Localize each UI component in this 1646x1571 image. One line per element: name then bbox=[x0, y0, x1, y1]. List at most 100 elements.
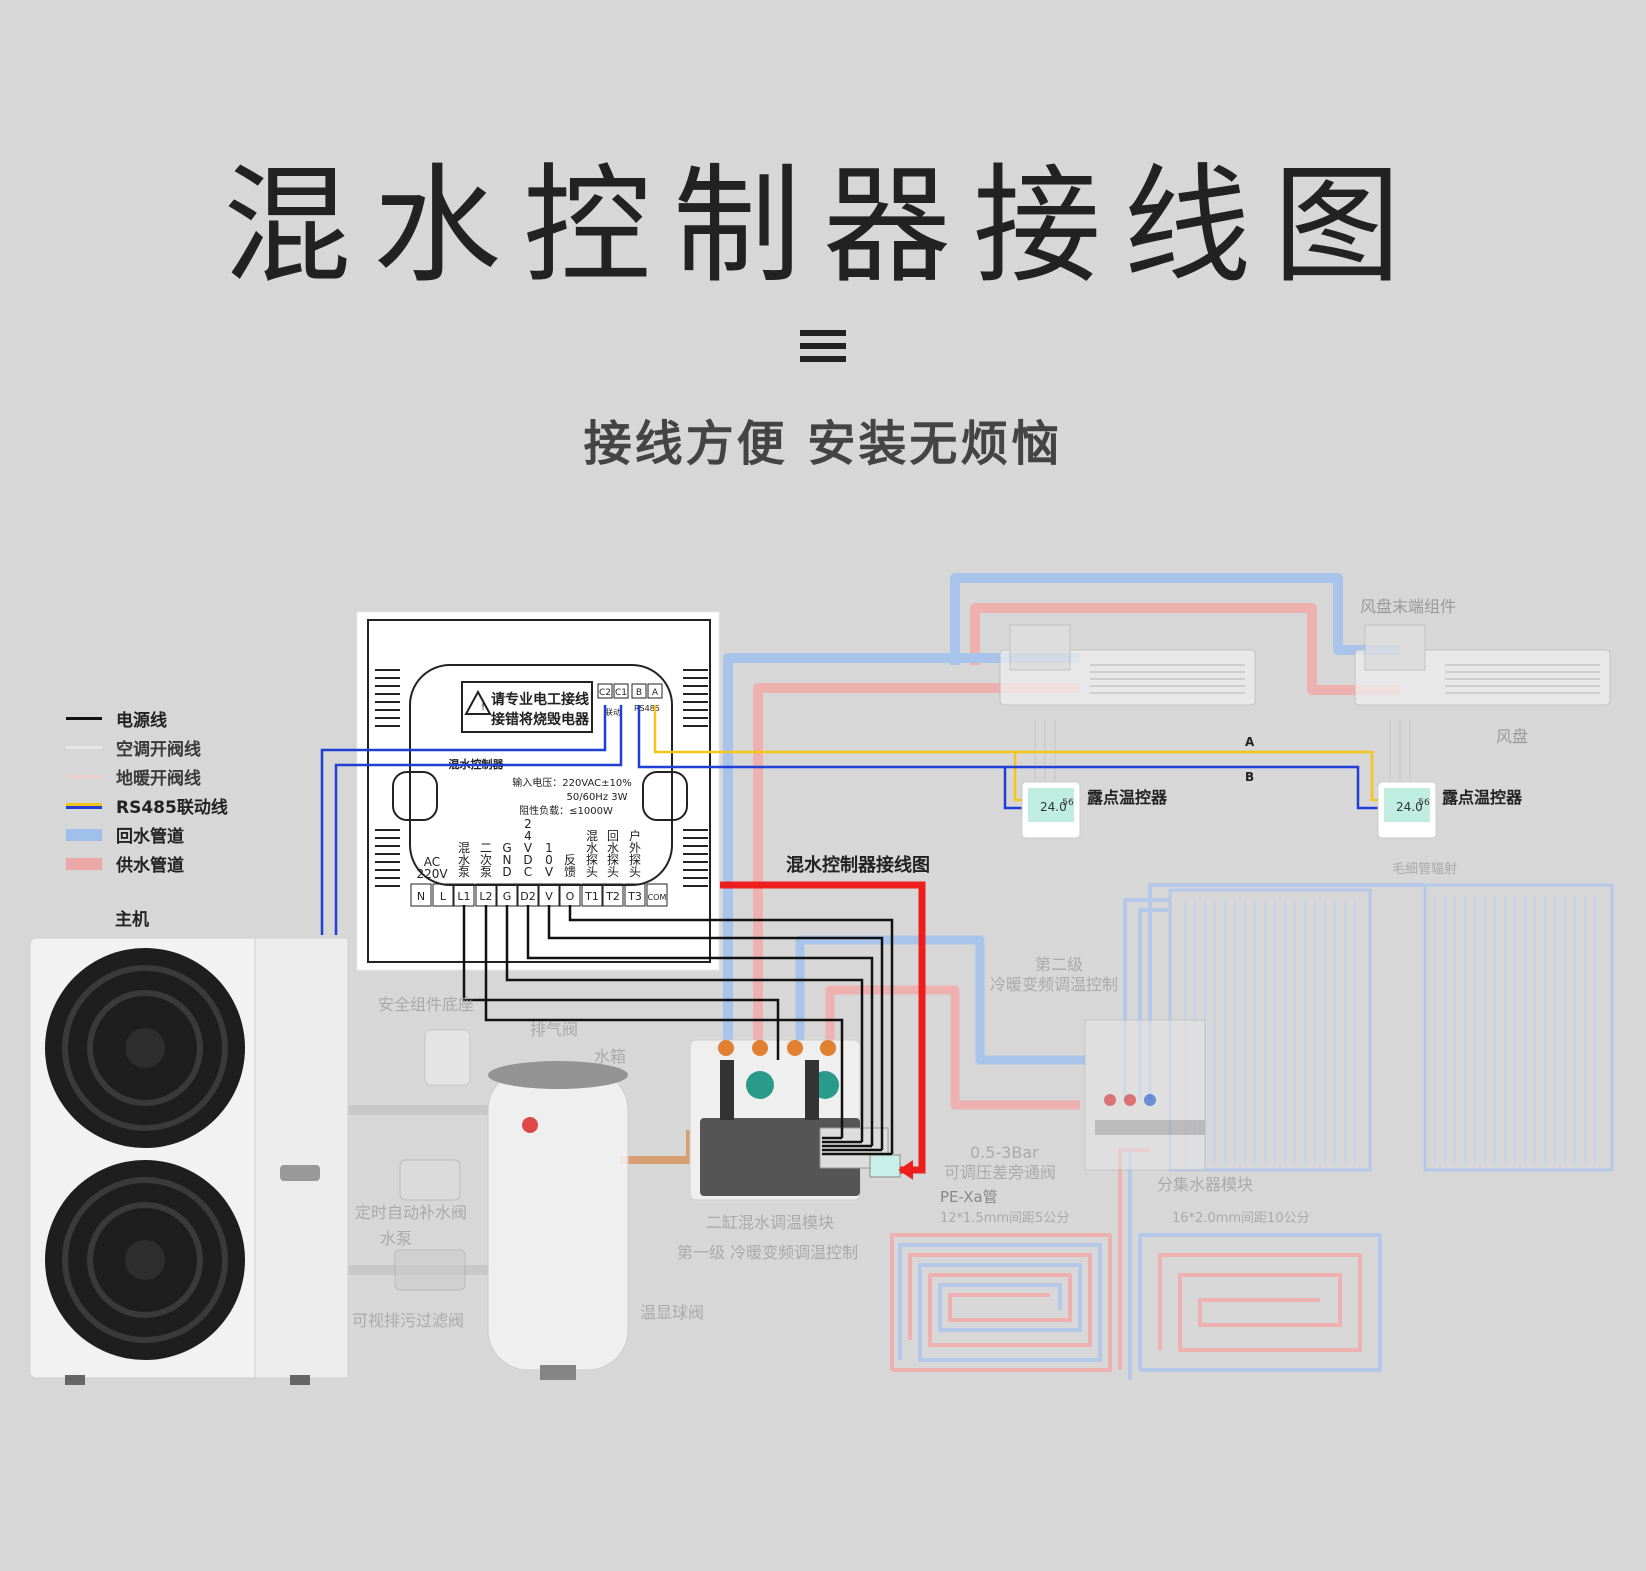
svg-text:56: 56 bbox=[1418, 798, 1430, 808]
svg-text:风盘末端组件: 风盘末端组件 bbox=[1360, 597, 1456, 616]
svg-text:探: 探 bbox=[629, 853, 641, 867]
svg-text:AC: AC bbox=[424, 855, 440, 869]
terminal-label: O bbox=[566, 890, 575, 903]
svg-text:可视排污过滤阀: 可视排污过滤阀 bbox=[352, 1311, 464, 1330]
terminal-box bbox=[624, 883, 646, 907]
svg-text:56: 56 bbox=[1062, 798, 1074, 808]
svg-text:接错将烧毁电器: 接错将烧毁电器 bbox=[491, 711, 590, 728]
svg-text:PE-Xa管: PE-Xa管 bbox=[940, 1188, 998, 1206]
terminal-box bbox=[646, 883, 668, 907]
page-subtitle: 接线方便 安装无烦恼 bbox=[583, 416, 1063, 472]
svg-text:混: 混 bbox=[458, 841, 470, 855]
host-unit bbox=[29, 937, 349, 1385]
svg-text:安全组件底座: 安全组件底座 bbox=[378, 995, 474, 1014]
svg-text:D: D bbox=[502, 865, 511, 879]
svg-text:头: 头 bbox=[607, 865, 619, 879]
terminal-c1: C1 bbox=[615, 688, 627, 698]
svg-text:24.0: 24.0 bbox=[1396, 800, 1423, 814]
svg-text:阻性负载：≤1000W: 阻性负载：≤1000W bbox=[519, 804, 613, 817]
diagram-labels: 主机 风盘末端组件 风盘 露点温控器 露点温控器 毛细管辐射 混水控制器接线图 … bbox=[115, 597, 1528, 1330]
svg-text:联动: 联动 bbox=[605, 707, 621, 717]
svg-text:50/60Hz 3W: 50/60Hz 3W bbox=[566, 792, 627, 803]
svg-text:温显球阀: 温显球阀 bbox=[640, 1303, 704, 1322]
mixing-module bbox=[689, 1039, 901, 1201]
legend-item-return-pipe: 回水管道 bbox=[66, 820, 228, 849]
terminal-box bbox=[432, 883, 454, 907]
svg-text:混: 混 bbox=[586, 829, 598, 843]
svg-text:水泵: 水泵 bbox=[380, 1229, 412, 1248]
warning-icon bbox=[464, 689, 492, 715]
svg-text:0: 0 bbox=[545, 853, 553, 867]
svg-text:D: D bbox=[523, 853, 532, 867]
svg-text:户: 户 bbox=[629, 828, 641, 843]
svg-text:24.0: 24.0 bbox=[1040, 800, 1067, 814]
svg-text:头: 头 bbox=[629, 865, 641, 879]
svg-text:反: 反 bbox=[564, 853, 576, 867]
svg-text:可调压差旁通阀: 可调压差旁通阀 bbox=[944, 1163, 1056, 1182]
wires bbox=[320, 705, 1380, 1180]
svg-text:次: 次 bbox=[480, 853, 492, 867]
terminal-box bbox=[410, 883, 432, 907]
terminal-b: B bbox=[636, 688, 642, 698]
host-label: 主机 bbox=[115, 909, 149, 930]
terminal-a: A bbox=[652, 688, 659, 698]
svg-text:1: 1 bbox=[545, 841, 553, 855]
dew-thermostat-label-2: 露点温控器 bbox=[1442, 788, 1523, 807]
svg-text:第二级: 第二级 bbox=[1035, 955, 1083, 974]
dew-thermostat-label-1: 露点温控器 bbox=[1087, 788, 1168, 807]
terminal-label: COM bbox=[648, 893, 667, 902]
svg-text:第一级 冷暖变频调温控制: 第一级 冷暖变频调温控制 bbox=[677, 1243, 858, 1262]
menu-icon bbox=[800, 330, 846, 362]
mixing-controller: ! 请专业电工接线 接错将烧毁电器 C2 C1 B A 联动 RS485 混水控… bbox=[356, 611, 720, 971]
svg-text:16*2.0mm间距10公分: 16*2.0mm间距10公分 bbox=[1172, 1211, 1310, 1226]
svg-text:12*1.5mm间距5公分: 12*1.5mm间距5公分 bbox=[940, 1211, 1069, 1226]
terminal-label: N bbox=[417, 890, 425, 903]
svg-text:N: N bbox=[503, 853, 512, 867]
line-b-label: B bbox=[1245, 770, 1254, 784]
legend-item-ac-valve: 空调开阀线 bbox=[66, 733, 228, 762]
svg-text:G: G bbox=[502, 841, 511, 855]
svg-text:头: 头 bbox=[586, 865, 598, 879]
terminal-label: G bbox=[503, 890, 512, 903]
dew-thermostat-2: 24.0 56 bbox=[1377, 781, 1437, 839]
line-a-label: A bbox=[1245, 735, 1255, 749]
svg-text:风盘: 风盘 bbox=[1496, 727, 1528, 746]
svg-text:二: 二 bbox=[480, 841, 492, 855]
svg-text:探: 探 bbox=[607, 853, 619, 867]
svg-text:馈: 馈 bbox=[564, 865, 576, 879]
svg-text:请专业电工接线: 请专业电工接线 bbox=[491, 691, 589, 708]
fan-coil-units bbox=[999, 624, 1611, 790]
terminal-label: T1 bbox=[584, 890, 599, 903]
dew-thermostat-1: 24.0 56 bbox=[1021, 781, 1081, 839]
svg-text:分集水器模块: 分集水器模块 bbox=[1157, 1175, 1253, 1194]
svg-text:4: 4 bbox=[524, 829, 532, 843]
svg-text:水箱: 水箱 bbox=[594, 1047, 626, 1066]
terminal-box bbox=[581, 883, 603, 907]
terminal-label: V bbox=[545, 890, 553, 903]
terminal-label: L2 bbox=[479, 890, 492, 903]
svg-text:C: C bbox=[524, 865, 532, 879]
pipes bbox=[345, 573, 1614, 1380]
svg-text:220V: 220V bbox=[416, 867, 448, 881]
svg-text:泵: 泵 bbox=[480, 865, 492, 879]
svg-text:RS485: RS485 bbox=[634, 704, 660, 713]
second-stage-manifold bbox=[1084, 1019, 1206, 1171]
legend: 电源线 空调开阀线 地暖开阀线 RS485联动线 回水管道 供水管道 bbox=[66, 704, 228, 878]
svg-text:外: 外 bbox=[629, 841, 641, 855]
svg-text:输入电压：220VAC±10%: 输入电压：220VAC±10% bbox=[512, 776, 632, 789]
svg-text:2: 2 bbox=[524, 817, 532, 831]
legend-item-floor-valve: 地暖开阀线 bbox=[66, 762, 228, 791]
terminal-label: L bbox=[440, 890, 447, 903]
safety-components bbox=[394, 1029, 471, 1291]
terminal-label: T2 bbox=[605, 890, 620, 903]
terminal-label: L1 bbox=[457, 890, 470, 903]
page-title: 混水控制器接线图 bbox=[222, 152, 1423, 301]
svg-text:V: V bbox=[545, 865, 554, 879]
svg-text:探: 探 bbox=[586, 853, 598, 867]
svg-text:水: 水 bbox=[607, 841, 619, 855]
svg-text:泵: 泵 bbox=[458, 865, 470, 879]
svg-text:冷暖变频调温控制: 冷暖变频调温控制 bbox=[990, 975, 1118, 994]
legend-item-rs485: RS485联动线 bbox=[66, 791, 228, 820]
svg-text:0.5-3Bar: 0.5-3Bar bbox=[970, 1143, 1039, 1162]
